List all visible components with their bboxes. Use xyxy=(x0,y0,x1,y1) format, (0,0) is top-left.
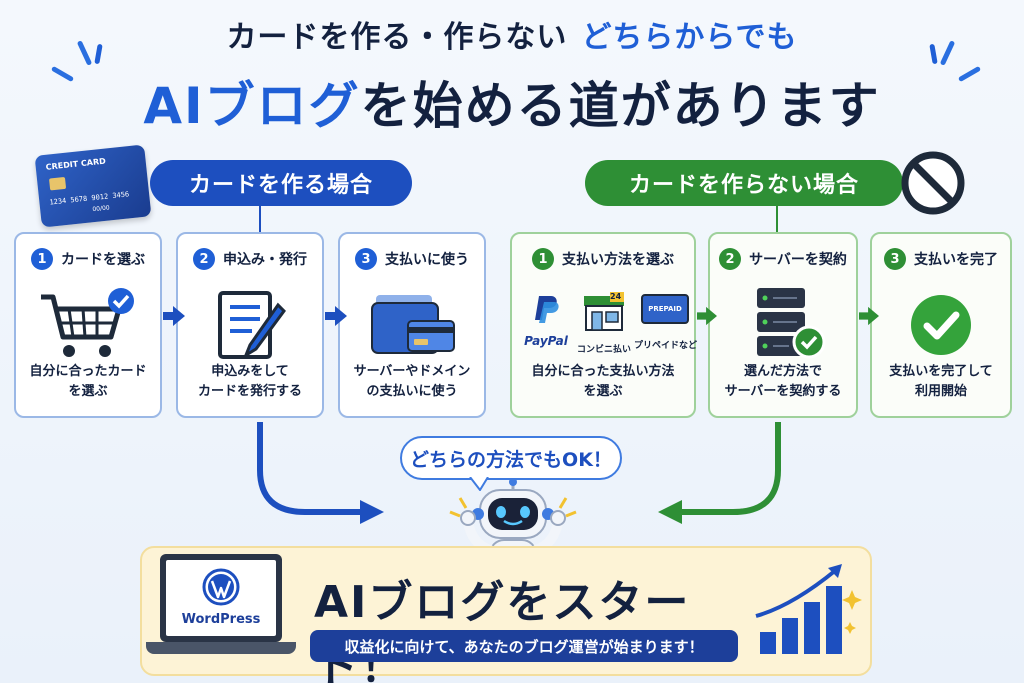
step-label: 支払いを完了 xyxy=(914,252,998,268)
step-label-row: 1 カードを選ぶ xyxy=(16,248,160,270)
banner-title-text: AIブログをスタート！ xyxy=(314,577,691,683)
convenience-store-icon xyxy=(584,292,624,331)
with-card-heading-text: カードを作る場合 xyxy=(188,173,373,198)
with-card-step-3: 3 支払いに使う サーバーやドメイン の支払いに使う xyxy=(338,232,486,418)
title-line-2: AIブログを始める道があります xyxy=(0,66,1024,138)
step-label: サーバーを契約 xyxy=(749,252,847,268)
with-card-heading: カードを作る場合 xyxy=(150,160,412,206)
shopping-cart-icon xyxy=(41,288,134,357)
banner-title: AIブログをスタート！ xyxy=(314,566,754,683)
prepaid-label: プリペイドなど xyxy=(634,341,698,351)
convenience-label: コンビニ払い xyxy=(576,345,631,355)
step-description: 支払いを完了して 利用開始 xyxy=(889,364,993,399)
step-description: サーバーやドメイン の支払いに使う xyxy=(353,364,471,399)
speech-bubble: どちらの方法でもOK！ xyxy=(400,436,622,480)
without-card-step-2: 2 サーバーを契約 選んだ方法で サーバーを契約する xyxy=(708,232,858,418)
wordpress-logo-icon xyxy=(202,568,240,606)
laptop-brand: WordPress xyxy=(181,612,261,627)
title-line2-accent: AIブログ xyxy=(143,77,361,135)
title-line2-main: を始める道があります xyxy=(360,77,881,135)
arrow-right-icon xyxy=(325,306,347,326)
title-line-1: カードを作る・作らないどちらからでも xyxy=(0,12,1024,56)
paypal-icon xyxy=(535,296,559,323)
without-card-connector xyxy=(776,206,778,234)
step-number-badge: 1 xyxy=(31,248,53,270)
prohibition-icon xyxy=(900,150,966,216)
without-card-heading-text: カードを作らない場合 xyxy=(628,173,859,198)
step-label-row: 1 支払い方法を選ぶ xyxy=(512,248,694,270)
step-description: 申込みをして カードを発行する xyxy=(197,364,302,399)
bubble-text: どちらの方法でもOK！ xyxy=(410,448,612,471)
step-description: 選んだ方法で サーバーを契約する xyxy=(724,364,842,399)
arrow-right-icon xyxy=(163,306,185,326)
arrow-right-icon xyxy=(697,306,717,326)
convenience-store-option: 24 コンビニ払い xyxy=(574,292,634,372)
with-card-step-2: 2 申込み・発行 申込みをして カードを発行する xyxy=(176,232,324,418)
arrow-right-icon xyxy=(859,306,879,326)
step-icon-wrap xyxy=(16,286,160,364)
growth-chart-icon xyxy=(755,564,862,654)
banner-subtitle-text: 収益化に向けて、あなたのブログ運営が始まります！ xyxy=(344,637,704,656)
step-label-row: 2 サーバーを契約 xyxy=(710,248,856,270)
check-circle-icon xyxy=(911,295,971,355)
step-label-row: 3 支払いに使う xyxy=(340,248,484,270)
step-label-row: 3 支払いを完了 xyxy=(872,248,1010,270)
title-line1-main: カードを作る・作らない xyxy=(226,20,568,55)
wallet-card-icon xyxy=(371,295,455,354)
step-icon-wrap xyxy=(872,286,1010,364)
convenience-badge: 24 xyxy=(610,292,622,301)
title-line1-accent: どちらからでも xyxy=(581,20,798,55)
step-description: 自分に合った支払い方法 を選ぶ xyxy=(531,364,675,399)
step-number-badge: 2 xyxy=(719,248,742,270)
step-number-badge: 1 xyxy=(532,248,554,270)
paypal-label: PayPal xyxy=(524,334,568,348)
prepaid-option: PREPAID プリペイドなど xyxy=(634,294,698,374)
document-pen-icon xyxy=(218,291,286,359)
bubble-tail xyxy=(469,477,489,491)
step-number-badge: 2 xyxy=(193,248,215,270)
prepaid-card-text: PREPAID xyxy=(648,305,682,313)
step-label: カードを選ぶ xyxy=(61,252,145,268)
step-icon-wrap xyxy=(178,286,322,364)
without-card-step-1: 1 支払い方法を選ぶ PayPal 24 コンビニ払い PREPAID プリペイ… xyxy=(510,232,698,418)
step-label: 支払い方法を選ぶ xyxy=(562,252,674,268)
without-card-heading: カードを作らない場合 xyxy=(585,160,903,206)
with-card-step-1: 1 カードを選ぶ 自分に合ったカード を選ぶ xyxy=(14,232,162,418)
step-number-badge: 3 xyxy=(355,248,377,270)
step-label-row: 2 申込み・発行 xyxy=(178,248,322,270)
step-description: 自分に合ったカード を選ぶ xyxy=(29,364,147,399)
paypal-option: PayPal xyxy=(518,292,574,362)
server-check-icon xyxy=(757,288,826,359)
with-card-connector xyxy=(259,206,261,234)
step-number-badge: 3 xyxy=(884,248,906,270)
step-label: 支払いに使う xyxy=(385,252,469,268)
prepaid-card-icon: PREPAID xyxy=(641,294,689,324)
laptop-icon: WordPress xyxy=(146,554,296,666)
step-icon-wrap xyxy=(340,286,484,364)
without-card-step-3: 3 支払いを完了 支払いを完了して 利用開始 xyxy=(870,232,1012,418)
banner-subtitle: 収益化に向けて、あなたのブログ運営が始まります！ xyxy=(310,630,738,662)
step-label: 申込み・発行 xyxy=(223,252,307,268)
step-icon-wrap xyxy=(710,286,856,364)
